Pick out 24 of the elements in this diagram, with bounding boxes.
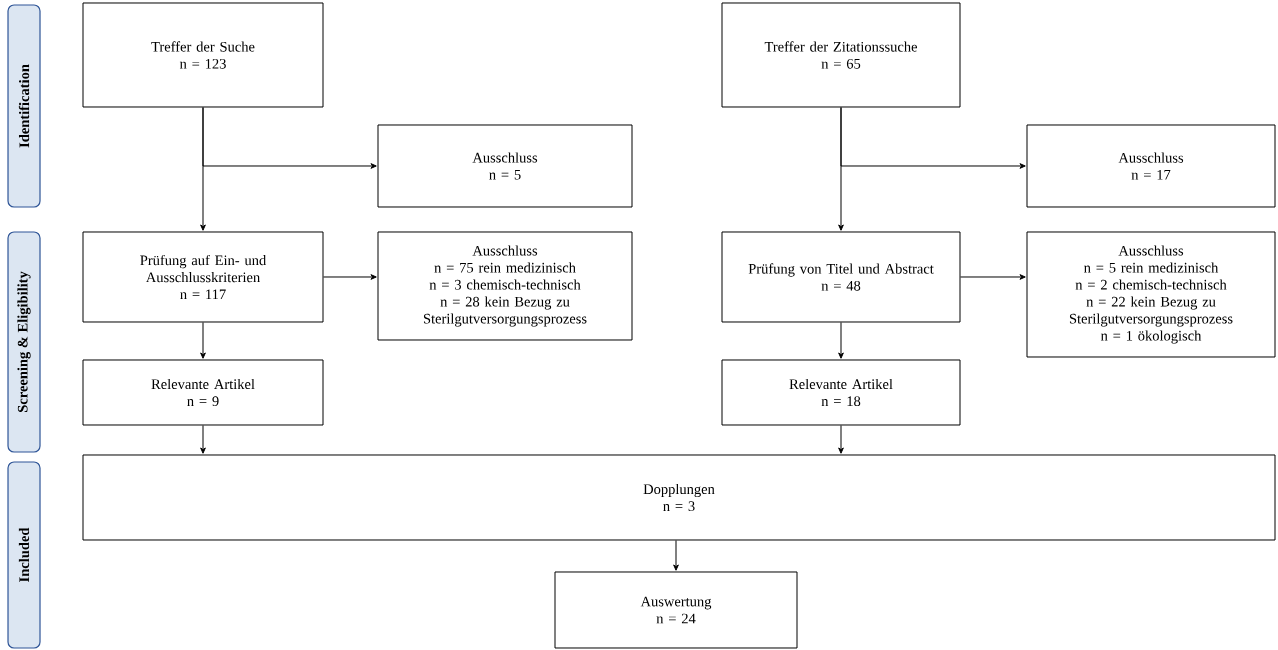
arrow bbox=[202, 107, 377, 169]
process-box: Ausschluss n = 5 rein medizinisch n = 2 chemisch-technisch n = 22 kein Bezug zu Sterilgutversorgungsprozess n = 1 ökologisch bbox=[1026, 231, 1276, 358]
arrow bbox=[838, 425, 844, 454]
phase-band: Included bbox=[7, 461, 41, 649]
phase-band: Identification bbox=[7, 4, 41, 208]
process-box: Relevante Artikel n = 9 bbox=[82, 359, 324, 426]
process-box: Treffer der Suche n = 123 bbox=[82, 2, 324, 108]
phase-band: Screening & Eligibility bbox=[7, 231, 41, 453]
process-box: Treffer der Zitationssuche n = 65 bbox=[721, 2, 961, 108]
arrow bbox=[323, 274, 377, 280]
arrow bbox=[960, 274, 1026, 280]
process-box: Ausschluss n = 17 bbox=[1026, 124, 1276, 208]
process-box: Prüfung auf Ein- und Ausschlusskriterien n = 117 bbox=[82, 231, 324, 323]
process-box: Ausschluss n = 5 bbox=[377, 124, 633, 208]
arrow bbox=[200, 322, 206, 359]
process-box: Ausschluss n = 75 rein medizinisch n = 3 chemisch-technisch n = 28 kein Bezug zu Sterilgutversorgungsprozess bbox=[377, 231, 633, 341]
process-box: Relevante Artikel n = 18 bbox=[721, 359, 961, 426]
process-box: Auswertung n = 24 bbox=[554, 571, 798, 649]
arrow bbox=[200, 425, 206, 454]
arrow bbox=[840, 107, 1026, 169]
process-box: Dopplungen n = 3 bbox=[82, 454, 1276, 541]
arrow bbox=[838, 322, 844, 359]
process-box: Prüfung von Titel und Abstract n = 48 bbox=[721, 231, 961, 323]
arrow bbox=[673, 540, 679, 571]
